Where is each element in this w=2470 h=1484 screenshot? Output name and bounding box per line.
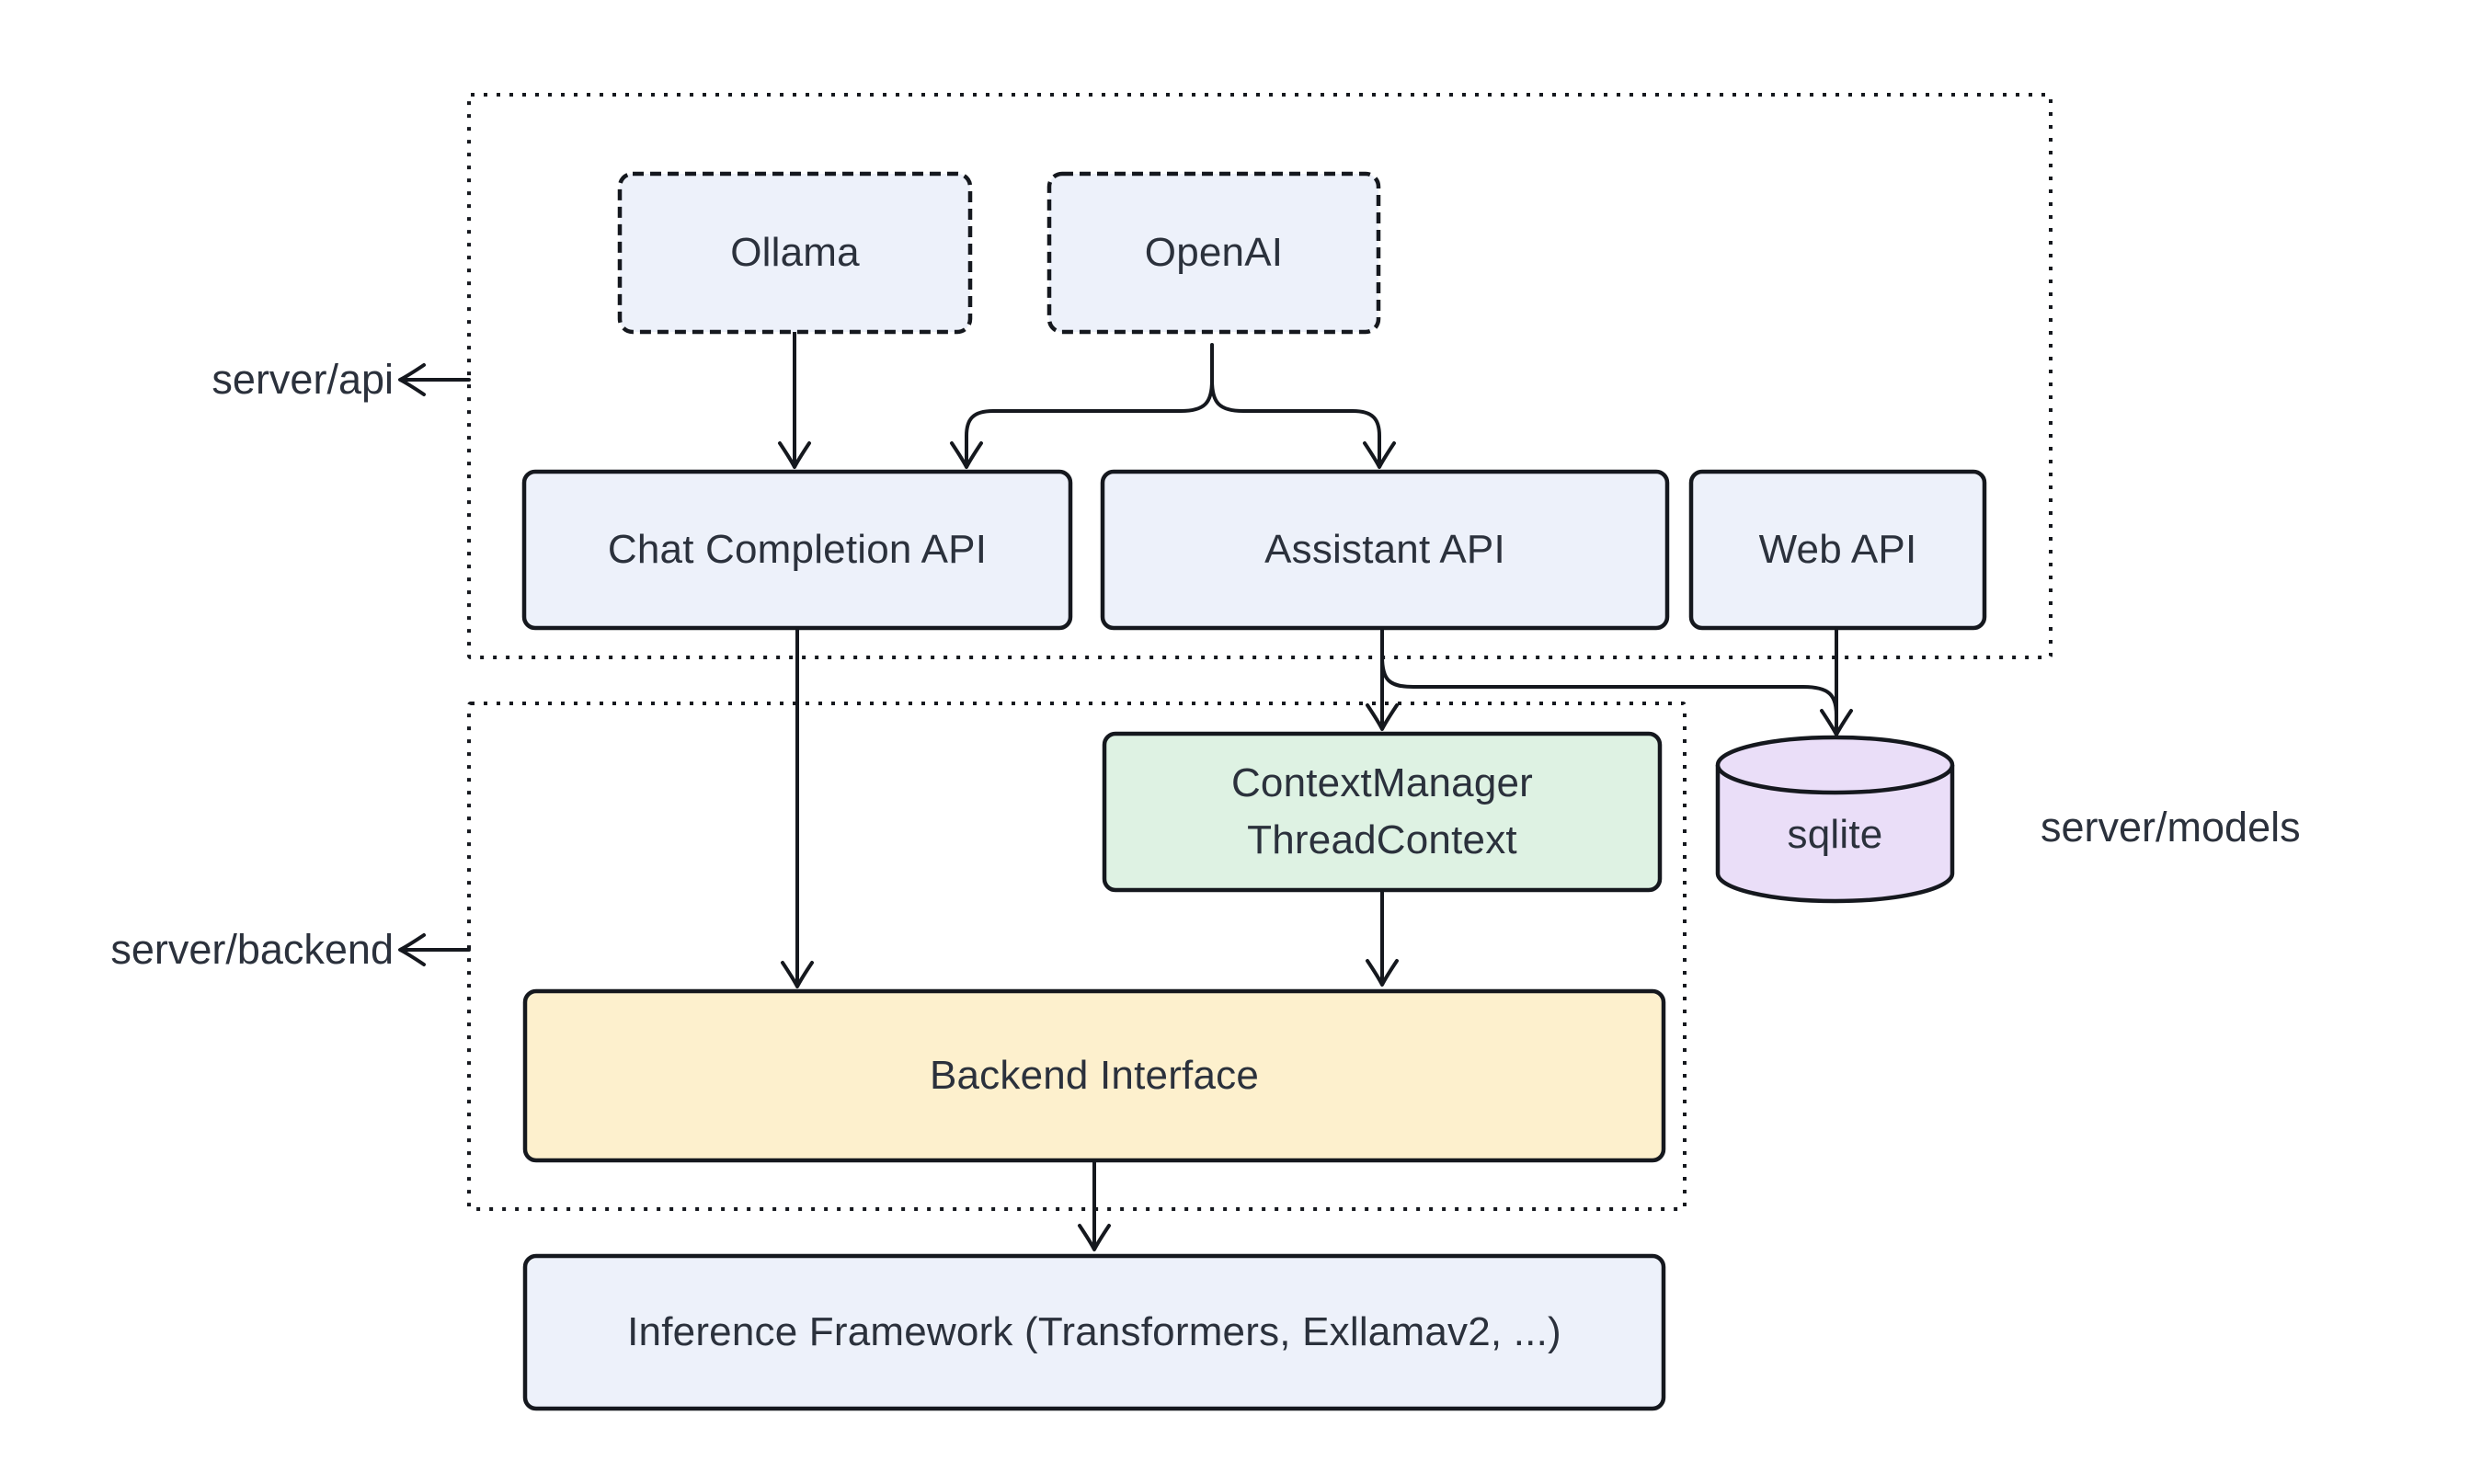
server-backend-container bbox=[467, 702, 1687, 1211]
inference-framework-node-label: Inference Framework (Transformers, Exlla… bbox=[627, 1308, 1561, 1354]
ollama-node-label: Ollama bbox=[730, 229, 860, 275]
assistant-api-node-shape bbox=[1100, 469, 1670, 631]
server-models-annotation: server/models bbox=[2041, 804, 2301, 850]
sqlite-node-label: sqlite bbox=[1787, 811, 1883, 857]
context-manager-line2: ThreadContext bbox=[1247, 817, 1517, 862]
arrowhead-server-api-pointer bbox=[398, 363, 426, 396]
edge-openai-to-assistant bbox=[1210, 379, 1381, 463]
backend-interface-node-label: Backend Interface bbox=[929, 1052, 1260, 1098]
arrowhead-context-manager-to-backend bbox=[1366, 959, 1399, 987]
arrowhead-chat-completion-to-backend bbox=[781, 961, 814, 988]
context-manager-line1: ContextManager bbox=[1230, 759, 1534, 805]
edge-openai-to-chat-completion bbox=[965, 379, 1214, 463]
chat-completion-api-node-label: Chat Completion API bbox=[607, 526, 988, 572]
sqlite-cylinder-body bbox=[1715, 765, 1955, 904]
arrowhead-openai-to-chat-completion bbox=[950, 441, 983, 469]
openai-node-label: OpenAI bbox=[1144, 229, 1284, 275]
assistant-api-node-label: Assistant API bbox=[1264, 526, 1505, 572]
arrowhead-server-backend-pointer bbox=[398, 933, 426, 966]
sqlite-cylinder-top bbox=[1715, 735, 1955, 795]
arrowhead-backend-to-inference bbox=[1078, 1224, 1111, 1251]
chat-completion-api-node-shape bbox=[521, 469, 1073, 631]
web-api-node-shape bbox=[1688, 469, 1987, 631]
context-manager-node-shape bbox=[1102, 731, 1663, 893]
edge-assistant-to-sqlite bbox=[1380, 655, 1838, 723]
ollama-node-shape bbox=[617, 171, 973, 335]
arrowhead-openai-to-assistant bbox=[1363, 441, 1396, 469]
arrowhead-web-api-to-sqlite bbox=[1820, 709, 1853, 736]
arrowhead-ollama-to-chat-completion bbox=[778, 441, 811, 469]
web-api-node-label: Web API bbox=[1758, 526, 1917, 572]
server-api-container bbox=[467, 93, 2053, 659]
inference-framework-node-shape bbox=[522, 1253, 1666, 1411]
arrowhead-assistant-to-context-manager bbox=[1366, 703, 1399, 731]
backend-interface-node-shape bbox=[522, 988, 1666, 1163]
openai-node-shape bbox=[1046, 171, 1381, 335]
server-backend-annotation: server/backend bbox=[110, 926, 394, 973]
server-api-annotation: server/api bbox=[212, 356, 394, 403]
context-manager-node-label: ContextManager ThreadContext bbox=[1104, 734, 1660, 890]
